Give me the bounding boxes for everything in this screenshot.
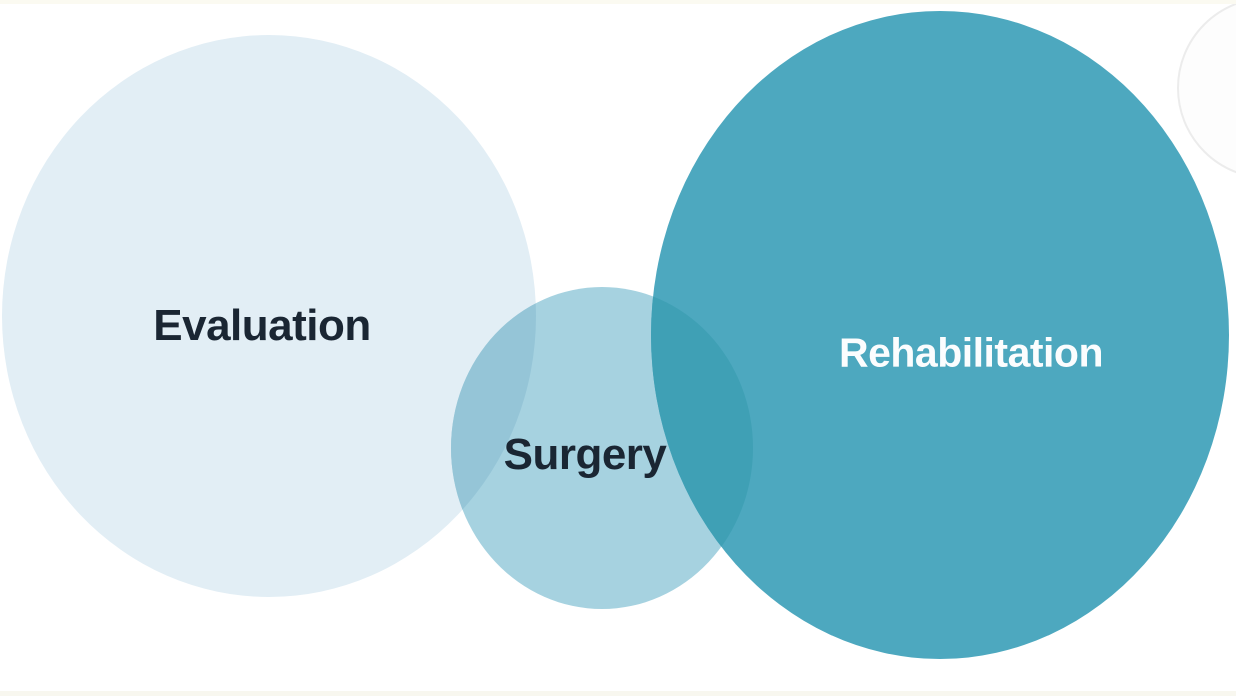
top-edge-artifact	[0, 0, 1236, 4]
bottom-edge-artifact	[0, 691, 1236, 696]
rehabilitation-label: Rehabilitation	[838, 329, 1104, 376]
surgery-label: Surgery	[503, 430, 667, 479]
evaluation-label: Evaluation	[153, 301, 371, 350]
faint-corner-circle-rim	[1177, 2, 1236, 174]
evaluation-circle	[2, 35, 536, 597]
faint-corner-circle	[1178, 3, 1236, 173]
rehabilitation-circle	[651, 11, 1229, 659]
